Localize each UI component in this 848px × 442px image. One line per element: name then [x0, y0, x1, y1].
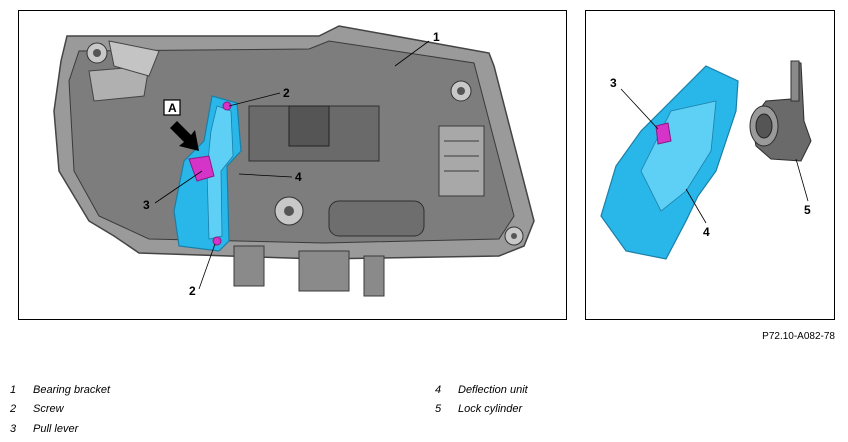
callout-4-left: 4	[295, 170, 302, 184]
legend-label: Screw	[33, 403, 64, 415]
callout-3-left: 3	[143, 198, 150, 212]
figure-reference: P72.10-A082-78	[762, 331, 835, 342]
callout-2-top: 2	[283, 86, 290, 100]
callout-5: 5	[804, 203, 811, 217]
legend-label: Deflection unit	[458, 384, 528, 396]
right-illustration-panel: 3 4 5	[585, 10, 835, 320]
legend-number: 5	[435, 403, 442, 415]
callout-1: 1	[433, 30, 440, 44]
direction-arrow-a: A	[163, 99, 199, 151]
left-illustration-panel: A 1 2 4 3 2	[18, 10, 567, 320]
legend-number: 3	[10, 423, 17, 435]
callout-a: A	[168, 101, 177, 115]
callout-4-right: 4	[703, 225, 710, 239]
legend-label: Bearing bracket	[33, 384, 111, 396]
leader-lines	[154, 40, 430, 290]
deflection-unit-detail	[600, 65, 739, 260]
legend-label: Pull lever	[33, 423, 79, 435]
legend-number: 4	[435, 384, 442, 396]
legend-number: 2	[10, 403, 17, 415]
legend-label: Lock cylinder	[458, 403, 523, 415]
callout-3-right: 3	[610, 76, 617, 90]
bearing-bracket	[53, 25, 535, 297]
callout-2-bottom: 2	[189, 284, 196, 298]
door-handle-assembly-illustration: A 1 2 4 3 2	[53, 25, 535, 298]
pull-lever-detail	[655, 122, 672, 145]
screw-highlights	[212, 101, 232, 246]
detail-leader-lines	[620, 88, 809, 224]
lock-components-illustration: 3 4 5	[600, 60, 812, 260]
pull-lever-highlight	[188, 155, 215, 182]
lock-cylinder	[749, 60, 812, 162]
legend-number: 1	[10, 384, 17, 396]
